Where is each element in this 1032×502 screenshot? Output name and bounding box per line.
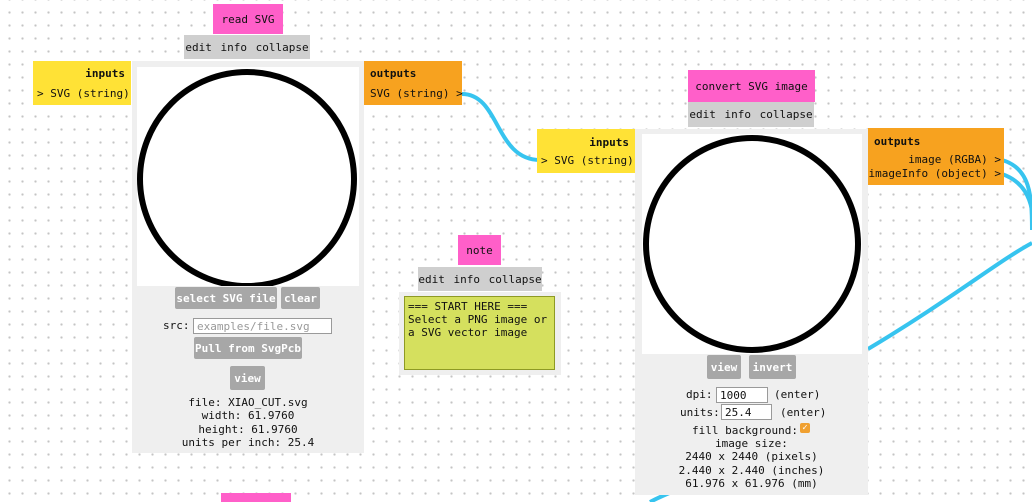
units-enter-hint: (enter) — [780, 406, 827, 419]
view-button[interactable]: view — [230, 366, 265, 390]
dpi-enter-hint: (enter) — [774, 388, 821, 401]
collapse-link[interactable]: collapse — [488, 272, 542, 286]
outputs-header: outputs — [874, 135, 921, 148]
collapse-link[interactable]: collapse — [255, 40, 309, 54]
units-label: units: — [680, 406, 720, 419]
size-inches-text: 2.440 x 2.440 (inches) — [678, 464, 825, 477]
edit-link[interactable]: edit — [185, 40, 212, 54]
src-input[interactable] — [193, 318, 332, 334]
inputs-header: inputs — [85, 67, 125, 80]
edit-link[interactable]: edit — [689, 108, 716, 121]
read-svg-inputs-panel: inputs > SVG (string) — [33, 61, 131, 105]
note-textarea[interactable]: === START HERE === Select a PNG image or… — [404, 296, 555, 370]
info-link[interactable]: info — [453, 272, 481, 286]
wire-svg-to-convert[interactable] — [461, 92, 541, 162]
fill-background-label: fill background: — [692, 424, 798, 437]
convert-toolbar: edit info collapse — [688, 102, 814, 127]
view-button[interactable]: view — [707, 355, 741, 379]
image-size-header: image size: — [715, 437, 788, 450]
wire-imageinfo-out[interactable] — [1001, 172, 1032, 211]
wire-incoming-right[interactable] — [866, 241, 1032, 351]
read-svg-outputs-panel: outputs SVG (string) > — [364, 61, 463, 105]
units-input[interactable] — [721, 404, 772, 420]
clear-button[interactable]: clear — [281, 287, 320, 309]
circle-preview-image — [137, 69, 357, 289]
offscreen-module-title[interactable] — [221, 493, 291, 502]
outputs-header: outputs — [370, 67, 417, 80]
circle-preview-image — [643, 135, 861, 353]
width-text: width: 61.9760 — [201, 409, 295, 422]
convert-inputs-panel: inputs > SVG (string) — [537, 129, 635, 173]
pull-from-svgpcb-button[interactable]: Pull from SvgPcb — [194, 337, 302, 359]
convert-svg-image-title[interactable]: convert SVG image — [688, 70, 815, 102]
read-svg-module — [132, 61, 364, 453]
output-port-imageinfo[interactable]: imageInfo (object) > — [868, 167, 1001, 180]
note-toolbar: edit info collapse — [418, 267, 542, 291]
convert-module — [635, 129, 868, 495]
select-svg-file-button[interactable]: select SVG file — [175, 287, 277, 309]
info-link[interactable]: info — [724, 108, 752, 121]
edit-link[interactable]: edit — [418, 272, 445, 286]
height-text: height: 61.9760 — [198, 423, 298, 436]
collapse-link[interactable]: collapse — [759, 108, 813, 121]
svg-preview — [137, 67, 359, 289]
src-label: src: — [163, 319, 190, 332]
file-name-text: file: XIAO_CUT.svg — [188, 396, 308, 409]
convert-outputs-panel: outputs image (RGBA) > imageInfo (object… — [868, 128, 1004, 185]
inputs-header: inputs — [589, 136, 629, 149]
output-port-image[interactable]: image (RGBA) > — [908, 153, 1001, 166]
output-port-svg[interactable]: SVG (string) > — [370, 87, 463, 100]
read-svg-toolbar: edit info collapse — [184, 35, 310, 59]
note-title[interactable]: note — [458, 235, 501, 265]
input-port-svg[interactable]: > SVG (string) — [541, 154, 634, 167]
image-preview — [642, 134, 862, 354]
dpi-label: dpi: — [686, 388, 713, 401]
dpi-input[interactable] — [716, 387, 768, 403]
size-pixels-text: 2440 x 2440 (pixels) — [685, 450, 818, 463]
input-port-svg[interactable]: > SVG (string) — [37, 87, 130, 100]
invert-button[interactable]: invert — [749, 355, 796, 379]
read-svg-title[interactable]: read SVG — [213, 4, 283, 34]
fill-background-checkbox[interactable]: ✓ — [800, 423, 810, 433]
size-mm-text: 61.976 x 61.976 (mm) — [685, 477, 818, 490]
units-per-inch-text: units per inch: 25.4 — [181, 436, 315, 449]
info-link[interactable]: info — [220, 40, 248, 54]
